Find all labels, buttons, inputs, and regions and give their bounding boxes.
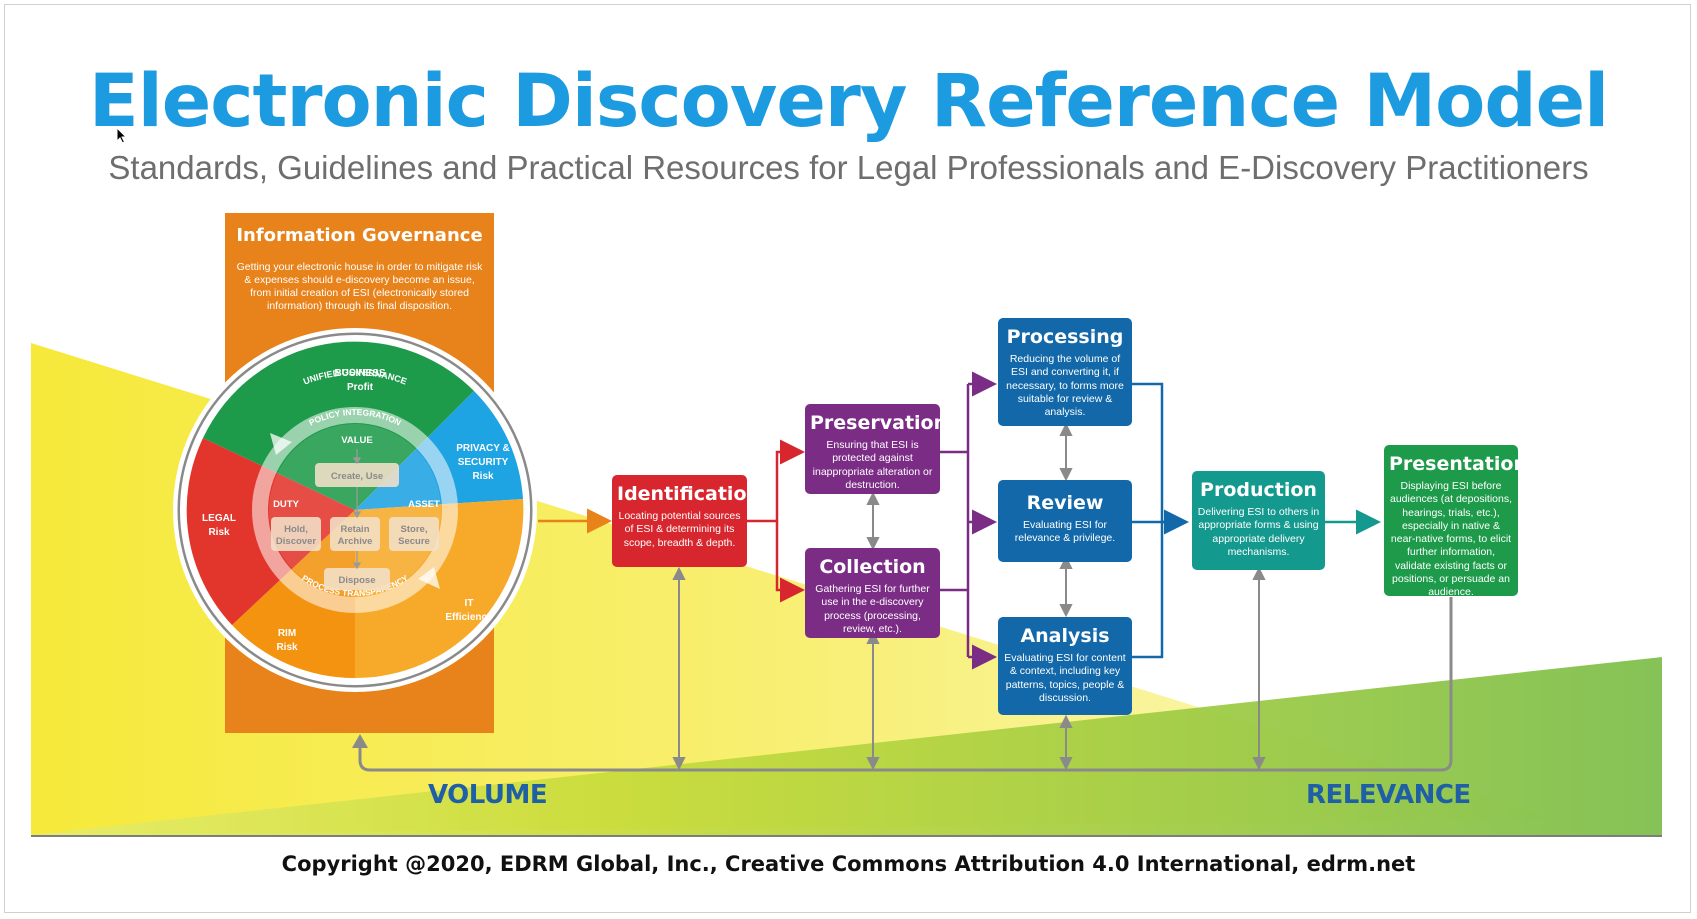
discover-label: Discover <box>276 536 316 547</box>
it-label: IT <box>465 598 474 609</box>
dispose-label: Dispose <box>339 575 376 586</box>
information-governance-description: Getting your electronic house in order t… <box>236 261 483 312</box>
privacy-sub-label: Risk <box>472 471 494 482</box>
privacy-label: PRIVACY & <box>456 443 510 454</box>
processing-title: Processing <box>1006 326 1124 348</box>
collection-box: Collection Gathering ESI for further use… <box>805 548 940 638</box>
dispose-box <box>324 568 390 590</box>
analysis-description: Evaluating ESI for content & context, in… <box>1004 652 1126 704</box>
mouse-cursor-icon <box>116 127 128 144</box>
archive-label: Archive <box>338 536 373 547</box>
preservation-box: Preservation Ensuring that ESI is protec… <box>805 404 948 494</box>
business-label: BUSINESS <box>334 368 385 379</box>
production-title: Production <box>1200 479 1317 501</box>
rim-label: RIM <box>278 628 296 639</box>
secure-label: Secure <box>398 536 430 547</box>
preservation-title: Preservation <box>810 412 948 434</box>
retain-archive-box <box>330 517 380 551</box>
legal-label: LEGAL <box>202 513 236 524</box>
page-title: Electronic Discovery Reference Model <box>88 59 1609 144</box>
retain-label: Retain <box>340 524 369 535</box>
volume-label: VOLUME <box>428 780 548 810</box>
presentation-box: Presentation Displaying ESI before audie… <box>1384 445 1527 598</box>
business-sub-label: Profit <box>347 382 374 393</box>
collection-title: Collection <box>819 556 926 578</box>
hold-discover-box <box>271 517 321 551</box>
feedback-connectors <box>672 422 1266 771</box>
processing-box: Processing Reducing the volume of ESI an… <box>998 318 1132 426</box>
legal-sub-label: Risk <box>208 527 230 538</box>
identification-box: Identification Locating potential source… <box>612 475 761 567</box>
create-use-label: Create, Use <box>331 471 383 482</box>
store-secure-box <box>389 517 439 551</box>
identification-description: Locating potential sources of ESI & dete… <box>618 510 741 549</box>
production-box: Production Delivering ESI to others in a… <box>1192 471 1325 570</box>
review-box: Review Evaluating ESI for relevance & pr… <box>998 480 1132 562</box>
asset-label: ASSET <box>408 499 440 510</box>
review-description: Evaluating ESI for relevance & privilege… <box>1014 519 1116 545</box>
legal-segment <box>186 438 355 625</box>
analysis-title: Analysis <box>1020 625 1110 647</box>
duty-label: DUTY <box>273 499 300 510</box>
presentation-title: Presentation <box>1389 453 1527 475</box>
create-use-box <box>315 463 399 487</box>
security-label: SECURITY <box>458 457 509 468</box>
copyright-text: Copyright @2020, EDRM Global, Inc., Crea… <box>281 852 1416 876</box>
information-governance-wheel: UNIFIED GOVERNANCE POLICY INTEGRATION PR… <box>173 328 537 692</box>
analysis-box: Analysis Evaluating ESI for content & co… <box>998 617 1132 715</box>
store-label: Store, <box>401 524 428 535</box>
page-subtitle: Standards, Guidelines and Practical Reso… <box>108 149 1589 186</box>
identification-title: Identification <box>617 483 761 505</box>
it-sub-label: Efficiency <box>445 612 493 623</box>
relevance-label: RELEVANCE <box>1306 780 1471 810</box>
processing-description: Reducing the volume of ESI and convertin… <box>1006 353 1124 419</box>
information-governance-title: Information Governance <box>236 225 483 246</box>
relevance-wedge <box>31 657 1662 835</box>
production-description: Delivering ESI to others in appropriate … <box>1197 506 1320 558</box>
rim-segment <box>232 510 355 679</box>
hold-label: Hold, <box>284 524 308 535</box>
rim-sub-label: Risk <box>276 642 298 653</box>
preservation-description: Ensuring that ESI is protected against i… <box>812 439 933 491</box>
collection-description: Gathering ESI for further use in the e-d… <box>815 583 930 635</box>
review-title: Review <box>1026 492 1104 514</box>
presentation-description: Displaying ESI before audiences (at depo… <box>1390 480 1512 599</box>
value-label: VALUE <box>341 435 373 446</box>
window-frame <box>4 4 1691 913</box>
